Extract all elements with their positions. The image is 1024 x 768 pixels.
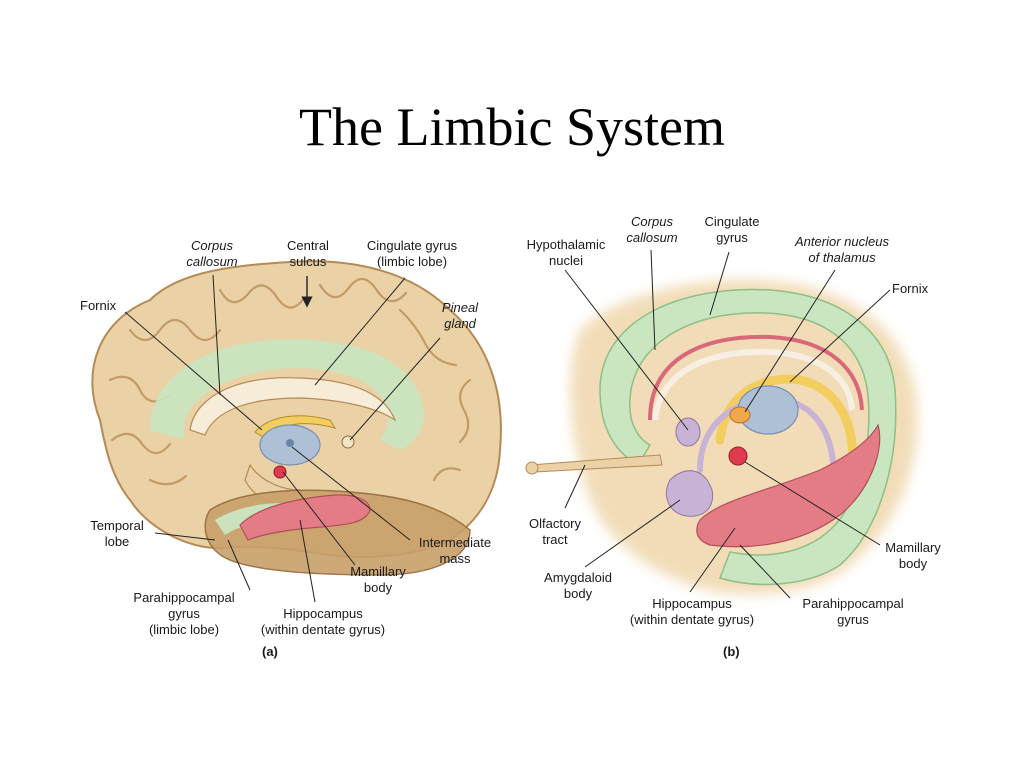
label-b-hippocampus: Hippocampus (within dentate gyrus)	[629, 596, 755, 627]
slide-title: The Limbic System	[299, 97, 725, 157]
label-b-parahippocampal-gyrus: Parahippocampal gyrus	[802, 596, 904, 627]
label-a-pineal-gland: Pineal gland	[441, 300, 479, 331]
label-b-amygdaloid-body: Amygdaloid body	[544, 570, 612, 601]
label-a-corpus-callosum: Corpus callosum	[186, 238, 238, 269]
label-a-temporal-lobe: Temporal lobe	[90, 518, 144, 549]
label-a-hippocampus: Hippocampus (within dentate gyrus)	[260, 606, 386, 637]
label-b-cingulate-gyrus: Cingulate gyrus	[704, 214, 760, 245]
label-a-central-sulcus: Central sulcus	[287, 238, 329, 269]
label-b-anterior-nucleus: Anterior nucleus of thalamus	[795, 234, 889, 265]
label-b-corpus-callosum: Corpus callosum	[626, 214, 678, 245]
label-b-mamillary-body: Mamillary body	[885, 540, 941, 571]
label-a-mamillary-body: Mamillary body	[350, 564, 406, 595]
panel-b-leader-lines	[564, 249, 891, 599]
label-b-olfactory-tract: Olfactory tract	[528, 516, 581, 547]
label-a-fornix: Fornix	[80, 298, 117, 313]
label-b-hypothalamic-nuclei: Hypothalamic nuclei	[526, 237, 606, 268]
panel-a-leader-lines	[124, 274, 441, 603]
label-a-cingulate-gyrus: Cingulate gyrus (limbic lobe)	[366, 238, 458, 269]
label-a-parahippocampal-gyrus: Parahippocampal gyrus (limbic lobe)	[133, 590, 235, 637]
label-b-fornix: Fornix	[892, 281, 929, 296]
panel-b-tag: (b)	[723, 644, 740, 659]
panel-a-tag: (a)	[262, 644, 278, 659]
label-a-intermediate-mass: Intermediate mass	[418, 535, 492, 566]
